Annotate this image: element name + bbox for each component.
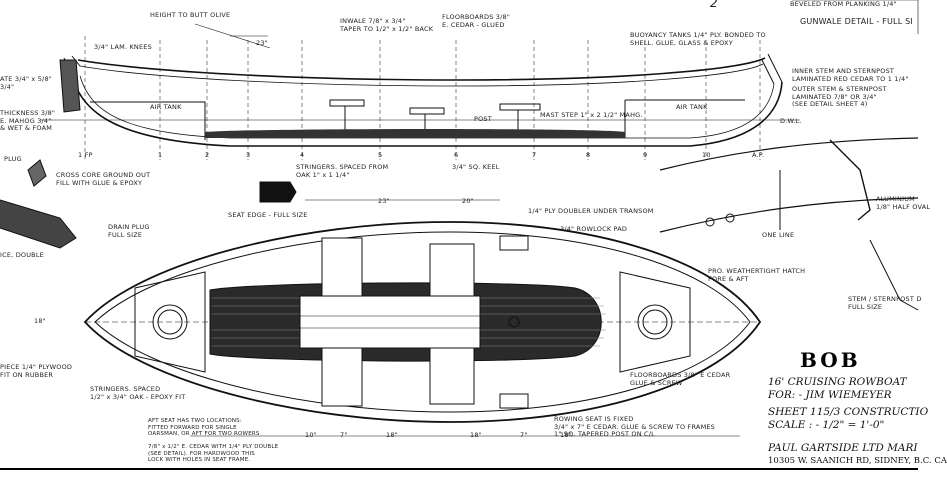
station-label: 6	[454, 151, 459, 159]
station-label: 4	[300, 151, 305, 159]
note-plug: PLUG	[4, 155, 22, 163]
note-stem-detail: STEM / STERNPOST D FULL SIZE	[848, 295, 922, 311]
station-label: 10	[702, 151, 711, 159]
note-lam-knees: 3/4" LAM. KNEES	[94, 43, 152, 51]
station-label: 3	[246, 151, 251, 159]
dim-8: 18"	[470, 431, 482, 439]
sheet-border	[0, 468, 918, 470]
boat-plan-drawing	[0, 0, 919, 437]
dim-6: 7"	[340, 431, 348, 439]
note-aluminium: ALUMINIUM 1/8" HALF OVAL	[876, 195, 931, 211]
note-hatch: PRO. WEATHERTIGHT HATCH FORE & AFT	[708, 267, 806, 283]
seat-edge-detail	[259, 181, 297, 203]
station-label: 8	[586, 151, 591, 159]
station-label: 7	[532, 151, 537, 159]
dim-5: 10"	[305, 431, 317, 439]
note-buoyancy-tanks: BUOYANCY TANKS 1/4" PLY. BONDED TO SHELL…	[630, 31, 766, 47]
note-aft-seat: AFT SEAT HAS TWO LOCATIONS: FITTED FORWA…	[148, 418, 279, 463]
note-mast-step: MAST STEP 1" x 2 1/2" MAHG.	[540, 111, 643, 119]
note-plywood-deck: PIECE 1/4" PLYWOOD FIT ON RUBBER	[0, 363, 73, 379]
note-rowing-seat: ROWING SEAT IS FIXED 3/4" x 7" E CEDAR. …	[554, 415, 716, 438]
note-stringers-top: STRINGERS. SPACED FROM OAK 1" x 1 1/4"	[296, 163, 389, 179]
note-air-tank-left: AIR TANK	[150, 103, 182, 111]
note-dwl: D.W.L.	[780, 117, 802, 125]
title-block-line6: 10305 W. SAANICH RD, SIDNEY, B.C. CA	[768, 456, 947, 466]
profile-view	[40, 23, 800, 160]
note-rowlock-pad: 3/4" ROWLOCK PAD	[560, 225, 628, 233]
plan-view	[83, 199, 762, 437]
title-block-line4: SCALE : - 1/2" = 1'-0"	[768, 419, 885, 431]
gunwale-detail-title: GUNWALE DETAIL - FULL SI	[800, 17, 913, 26]
note-outer-stem: OUTER STEM & STERNPOST LAMINATED 7/8" OR…	[792, 85, 887, 108]
note-air-tank-right: AIR TANK	[676, 103, 708, 111]
page-number: 2	[710, 0, 718, 10]
dim-4: 18"	[34, 317, 46, 325]
note-stem-laminated: INNER STEM AND STERNPOST LAMINATED RED C…	[792, 67, 909, 83]
dim-10: 18"	[560, 431, 572, 439]
note-cross-cores: CROSS CORE GROUND OUT FILL WITH GLUE & E…	[56, 171, 151, 187]
title-block-line2: FOR: - JIM WIEMEYER	[768, 389, 892, 401]
dim-9: 7"	[520, 431, 528, 439]
dim-2: 23"	[378, 197, 390, 205]
note-one-line: ONE LINE	[762, 231, 795, 239]
title-block-line1: 16' CRUISING ROWBOAT	[768, 376, 907, 388]
title-block-line3: SHEET 115/3 CONSTRUCTIO	[768, 406, 929, 418]
station-label: 1 FP	[78, 151, 93, 159]
station-label: A.P.	[752, 151, 765, 159]
note-height-to-butt: HEIGHT TO BUTT OLIVE	[150, 11, 231, 19]
right-details	[659, 0, 919, 311]
left-details	[0, 59, 81, 249]
note-stringers-bottom: STRINGERS. SPACED 1/2" x 3/4" OAK - EPOX…	[90, 385, 186, 401]
note-ply-doubler: 1/4" PLY DOUBLER UNDER TRANSOM	[528, 207, 654, 215]
title-block-line5: PAUL GARTSIDE LTD MARI	[768, 442, 918, 454]
note-seat-edge: SEAT EDGE - FULL SIZE	[228, 211, 308, 219]
station-label: 2	[205, 151, 210, 159]
dim-7: 18"	[386, 431, 398, 439]
boat-name-title: BOB	[800, 348, 861, 372]
station-label: 1	[158, 151, 163, 159]
note-bow-double: ICE, DOUBLE	[0, 251, 44, 259]
note-floorboards-bottom: FLOORBOARDS 3/8" E CEDAR GLUE & SCREW	[630, 371, 731, 387]
dim-3: 20"	[462, 197, 474, 205]
note-drain-plug: DRAIN PLUG FULL SIZE	[108, 223, 150, 239]
station-label: 5	[378, 151, 383, 159]
note-floorboards-top: FLOORBOARDS 3/8" E. CEDAR - GLUED	[442, 13, 511, 29]
note-left-top: ATE 3/4" x 5/8" 3/4"	[0, 75, 52, 91]
gunwale-bevel-note: BEVELED FROM PLANKING 1/4"	[790, 0, 897, 8]
note-post: POST	[474, 115, 492, 123]
note-inwale: INWALE 7/8" x 3/4" TAPER TO 1/2" x 1/2" …	[340, 17, 434, 33]
dim-1: 23"	[256, 39, 268, 47]
note-sq-keel: 3/4" SQ. KEEL	[452, 163, 500, 171]
station-label: 9	[643, 151, 648, 159]
note-left-mid: THICKNESS 3/8" E. MAHOG 3/4" & WET & FOA…	[0, 109, 56, 132]
